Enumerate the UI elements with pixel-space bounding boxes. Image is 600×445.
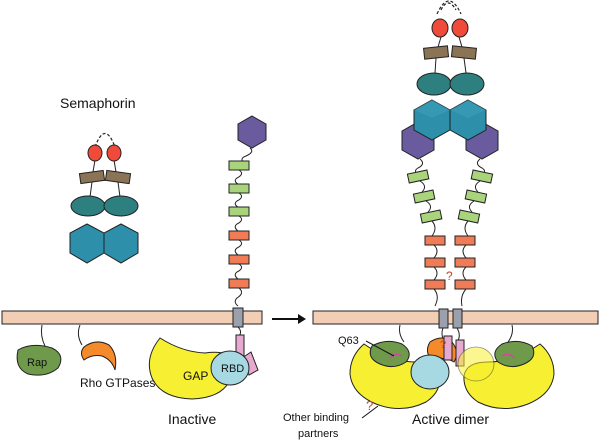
plexin-orange-domain-1 bbox=[228, 230, 250, 241]
label-active-dimer: Active dimer bbox=[412, 411, 489, 427]
active-plexin-left-green-3 bbox=[419, 209, 443, 224]
active-plexin-right-green-2 bbox=[464, 189, 488, 204]
active-dimer-complex bbox=[349, 0, 555, 409]
active-sema-teal-right bbox=[449, 72, 485, 96]
active-plexin-left-green-2 bbox=[412, 189, 436, 204]
active-plexin-right-orange-2 bbox=[454, 257, 476, 268]
label-rbd: RBD bbox=[221, 363, 244, 375]
sema-red-domain-left bbox=[87, 144, 103, 162]
label-q63: Q63 bbox=[338, 335, 359, 347]
label-rho-gtpases: Rho GTPases bbox=[80, 376, 155, 390]
active-plexin-right-transmembrane bbox=[452, 308, 463, 329]
active-plexin-left-orange-1 bbox=[424, 235, 446, 246]
plexin-green-domain-3 bbox=[228, 206, 250, 217]
active-plexin-left-orange-2 bbox=[424, 257, 446, 268]
active-sema-teal-left bbox=[416, 72, 452, 96]
plexin-orange-domain-3 bbox=[228, 278, 250, 289]
plexin-orange-domain-2 bbox=[228, 254, 250, 265]
active-sema-red-left bbox=[431, 18, 449, 38]
question-mark-icon: ? bbox=[366, 398, 373, 413]
sema-blue-domain-left bbox=[69, 223, 105, 264]
q63-pointer bbox=[365, 340, 395, 357]
active-pink-helix-left bbox=[443, 335, 453, 361]
plexin-purple-domain bbox=[237, 115, 267, 149]
question-mark-icon: ? bbox=[446, 269, 453, 283]
plexin-transmembrane-segment bbox=[232, 307, 244, 328]
active-plexin-left-orange-3 bbox=[424, 279, 446, 290]
sema-blue-domain-right bbox=[103, 223, 139, 264]
sema-red-domain-right bbox=[106, 144, 122, 162]
active-plexin-right-green-3 bbox=[457, 209, 481, 224]
active-plexin-right-orange-1 bbox=[454, 235, 476, 246]
label-inactive: Inactive bbox=[168, 411, 216, 427]
active-rap-right bbox=[494, 340, 535, 368]
active-plexin-right-green-1 bbox=[470, 169, 494, 184]
active-sema-red-right bbox=[451, 18, 469, 38]
active-plexin-right-orange-3 bbox=[454, 279, 476, 290]
plexin-inactive bbox=[148, 115, 267, 400]
active-plexin-left-green-1 bbox=[406, 169, 430, 184]
active-rbd-left bbox=[410, 354, 450, 390]
rbd-domain bbox=[210, 350, 250, 386]
label-rap: Rap bbox=[27, 357, 47, 369]
other-binding-pointer bbox=[361, 405, 379, 419]
rho-gtpase bbox=[81, 341, 117, 371]
membrane-left bbox=[1, 310, 263, 325]
rap-gtpase bbox=[16, 344, 62, 376]
sema-brown-domain-right bbox=[104, 169, 132, 185]
active-rbd-right-transparent bbox=[457, 346, 495, 382]
active-sema-brown-left bbox=[422, 45, 450, 60]
label-gap: GAP bbox=[183, 369, 208, 383]
active-plexin-left-transmembrane bbox=[438, 308, 449, 329]
sema-brown-domain-left bbox=[78, 169, 106, 185]
active-sema-brown-right bbox=[450, 45, 478, 60]
plexin-green-domain-1 bbox=[228, 160, 250, 171]
plexin-green-domain-2 bbox=[228, 183, 250, 194]
semaphorin-dimer bbox=[69, 132, 139, 264]
sema-teal-domain-left bbox=[70, 195, 106, 217]
label-other-binding-line1: Other binding bbox=[283, 412, 349, 424]
arrow-right-icon bbox=[272, 314, 306, 324]
label-other-binding-line2: partners bbox=[298, 428, 339, 440]
label-semaphorin: Semaphorin bbox=[60, 95, 136, 111]
sema-teal-domain-right bbox=[103, 195, 139, 217]
question-mark-icon: ? bbox=[440, 339, 446, 351]
